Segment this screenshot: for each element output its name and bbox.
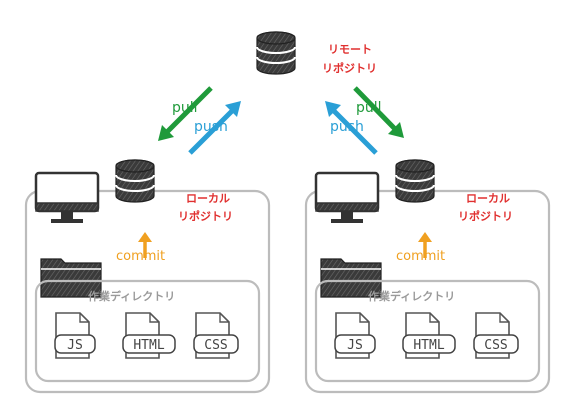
pull-arrowhead-right xyxy=(388,122,404,138)
pull-label-left: pull xyxy=(172,100,198,116)
pull-label-right: pull xyxy=(356,100,382,116)
local-repository-icon-left xyxy=(115,159,155,203)
computer-icon-left xyxy=(34,171,100,225)
js-file-label-left: JS xyxy=(67,338,83,353)
working-dir-label-right: 作業ディレクトリ xyxy=(368,289,455,303)
working-dir-box-left xyxy=(34,279,261,383)
css-file-label-right: CSS xyxy=(484,338,507,353)
commit-arrowhead-right xyxy=(418,232,432,242)
commit-label-right: commit xyxy=(396,249,445,264)
pull-arrow-left xyxy=(164,86,213,135)
pull-arrow-right xyxy=(353,86,398,132)
local-repository-label-right-2: リポジトリ xyxy=(458,209,513,223)
local-environment-left: ローカル リポジトリ commit 作業ディレクトリ JS HTML CSS xyxy=(24,159,271,394)
local-repository-label-left-1: ローカル xyxy=(186,192,230,205)
commit-label-left: commit xyxy=(116,249,165,264)
remote-repository-label-2: リポジトリ xyxy=(322,61,377,75)
push-arrowhead-left xyxy=(225,101,241,117)
remote-repository-icon xyxy=(256,31,296,75)
pull-arrowhead-left xyxy=(158,125,174,141)
html-file-label-left: HTML xyxy=(133,338,164,353)
commit-arrowhead-left xyxy=(138,232,152,242)
push-arrowhead-right xyxy=(325,101,341,117)
js-file-label-right: JS xyxy=(347,338,363,353)
push-label-right: push xyxy=(330,119,364,135)
working-dir-box-right xyxy=(314,279,541,383)
local-environment-right: ローカル リポジトリ commit 作業ディレクトリ JS HTML CSS xyxy=(304,159,551,394)
computer-icon-right xyxy=(314,171,380,225)
html-file-label-right: HTML xyxy=(413,338,444,353)
remote-repository-label-1: リモート xyxy=(328,43,372,56)
push-label-left: push xyxy=(194,119,228,135)
local-repository-label-right-1: ローカル xyxy=(466,192,510,205)
working-dir-label-left: 作業ディレクトリ xyxy=(88,289,175,303)
push-arrow-right xyxy=(330,107,378,155)
push-arrow-left xyxy=(188,107,236,155)
css-file-label-left: CSS xyxy=(204,338,227,353)
local-repository-icon-right xyxy=(395,159,435,203)
local-repository-label-left-2: リポジトリ xyxy=(178,209,233,223)
